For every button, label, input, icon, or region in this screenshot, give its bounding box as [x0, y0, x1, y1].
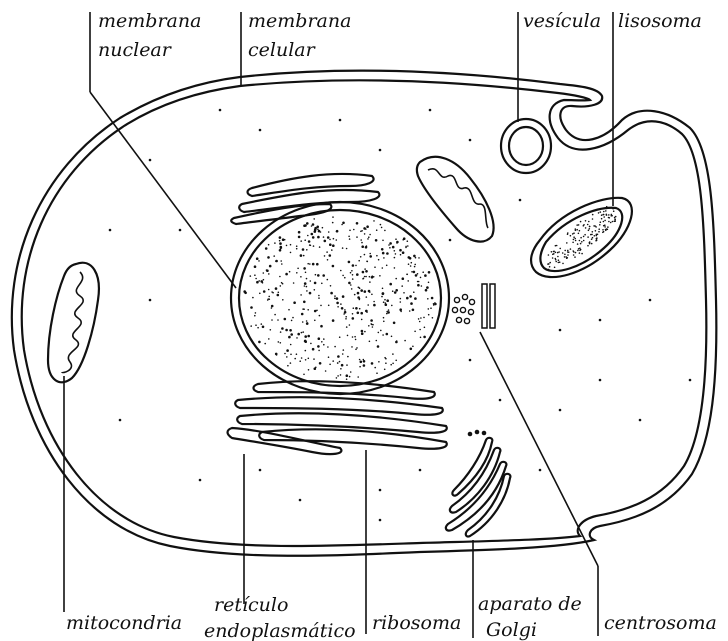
- label-golgi: Golgi: [486, 619, 537, 641]
- label-reticulo-1: retículo: [214, 594, 288, 616]
- label-aparato-de: aparato de: [478, 593, 582, 615]
- centrosome: [452, 284, 495, 328]
- endoplasmic-reticulum-upper: [231, 174, 379, 224]
- cell-membrane: [12, 71, 717, 556]
- label-membrana-celular-2: celular: [248, 39, 317, 61]
- label-membrana-nuclear-2: nuclear: [98, 39, 173, 61]
- cytoplasm-dots: [109, 109, 692, 522]
- label-membrana-celular-1: membrana: [248, 10, 351, 32]
- endoplasmic-reticulum-lower: [228, 381, 447, 454]
- mitochondrion-left: [48, 263, 99, 383]
- label-lisosoma: lisosoma: [618, 10, 702, 32]
- label-vesicula: vesícula: [523, 10, 601, 32]
- leader-lines: [64, 12, 613, 638]
- nucleus: [231, 202, 449, 394]
- ribosomes: [468, 430, 487, 437]
- label-mitocondria: mitocondria: [66, 612, 182, 634]
- lysosome: [531, 198, 632, 277]
- vesicle: [501, 119, 551, 173]
- mitochondrion-upper: [417, 157, 494, 242]
- chromatin: [243, 216, 436, 380]
- label-membrana-nuclear-1: membrana: [98, 10, 201, 32]
- golgi-apparatus: [446, 438, 510, 537]
- label-ribosoma: ribosoma: [372, 612, 461, 634]
- label-centrosoma: centrosoma: [604, 612, 717, 634]
- label-reticulo-2: endoplasmático: [204, 620, 356, 641]
